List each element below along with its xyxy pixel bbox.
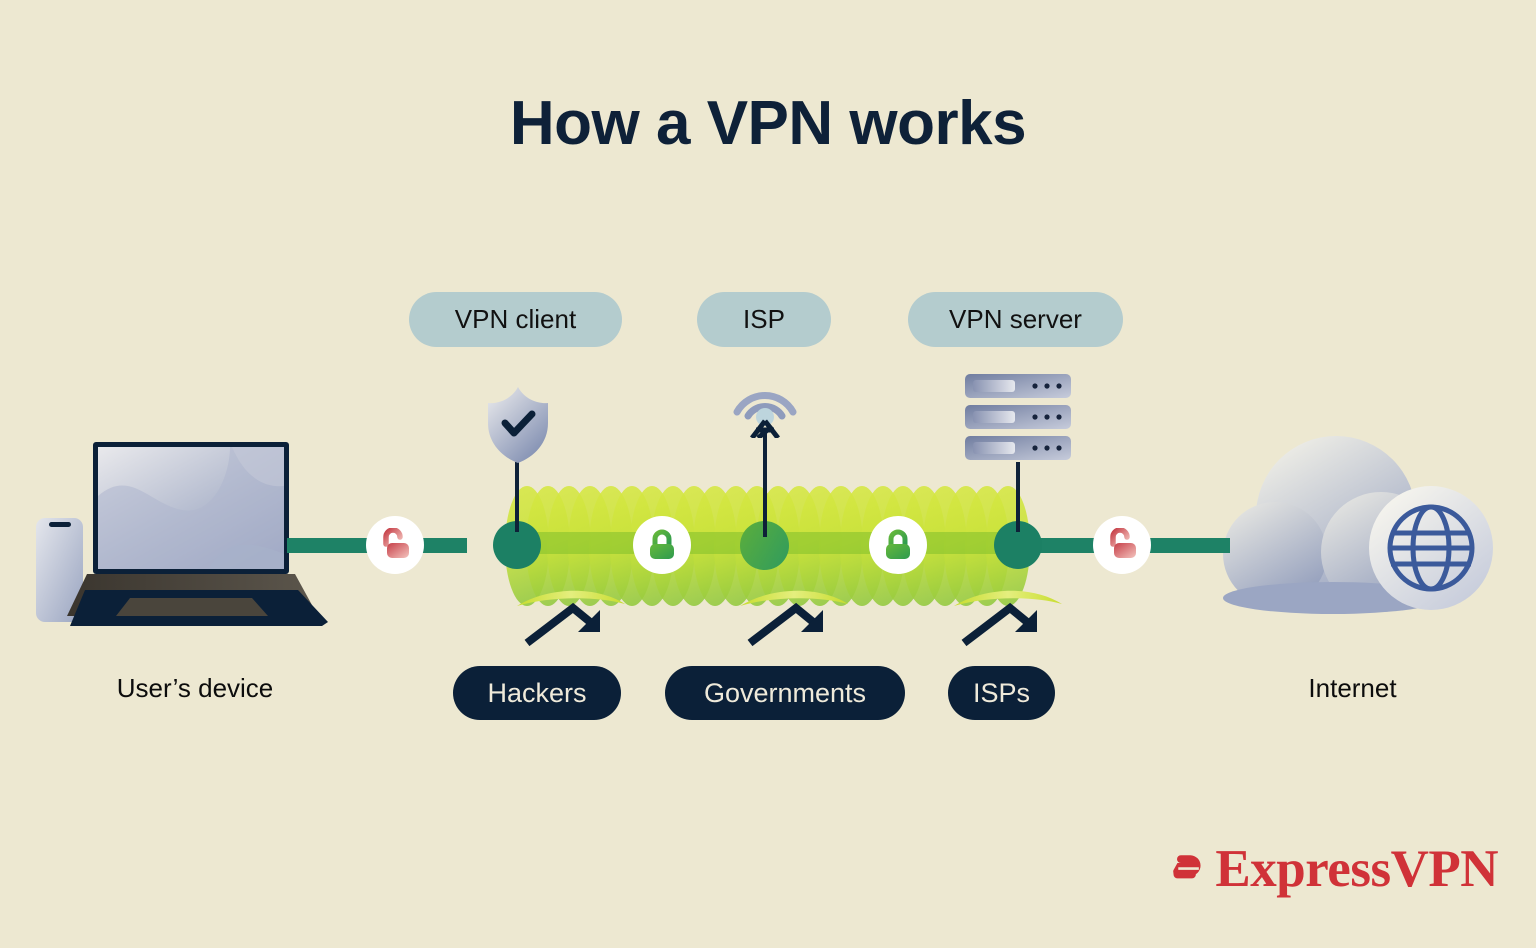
lock-unencrypted-left [366, 516, 424, 574]
expressvpn-wordmark: ExpressVPN [1215, 840, 1498, 898]
threat-pill-governments[interactable]: Governments [665, 666, 905, 720]
component-pill-vpn-server[interactable]: VPN server [908, 292, 1123, 347]
closed-padlock-icon [886, 529, 910, 559]
open-padlock-icon [383, 528, 409, 558]
threat-label-isps: ISPs [972, 677, 1031, 708]
lock-encrypted-1 [633, 516, 691, 574]
expressvpn-e-mark [1173, 855, 1201, 879]
server-rack-icon [965, 374, 1071, 460]
stem-vpn-server [1016, 462, 1020, 532]
shield-check-icon [488, 387, 548, 463]
component-label-vpn-client: VPN client [454, 304, 577, 334]
stem-vpn-client [515, 462, 519, 532]
deflected-arrow-icon-governments [740, 590, 848, 647]
open-padlock-icon [1110, 528, 1136, 558]
threat-pill-hackers[interactable]: Hackers [453, 666, 621, 720]
cloud-globe-icon [1223, 436, 1493, 614]
antenna-tower-icon [733, 392, 797, 438]
lock-encrypted-2 [869, 516, 927, 574]
closed-padlock-icon [650, 529, 674, 559]
page-title: How a VPN works [509, 89, 1027, 158]
threat-label-hackers: Hackers [487, 677, 587, 708]
deflected-arrow-icon-isps [954, 590, 1062, 647]
endpoint-label-internet: Internet [1308, 673, 1397, 703]
component-pill-isp[interactable]: ISP [697, 292, 831, 347]
component-label-vpn-server: VPN server [949, 304, 1082, 334]
threat-label-governments: Governments [703, 677, 867, 708]
stem-isp [763, 432, 767, 537]
expressvpn-logo[interactable]: ExpressVPN [1168, 828, 1498, 910]
endpoint-label-user-device: User’s device [116, 673, 274, 703]
deflected-arrow-icon-hackers [517, 590, 625, 647]
threat-pill-isps[interactable]: ISPs [948, 666, 1055, 720]
component-label-isp: ISP [743, 304, 785, 334]
lock-unencrypted-right [1093, 516, 1151, 574]
component-pill-vpn-client[interactable]: VPN client [409, 292, 622, 347]
laptop-phone-icon [36, 442, 328, 626]
